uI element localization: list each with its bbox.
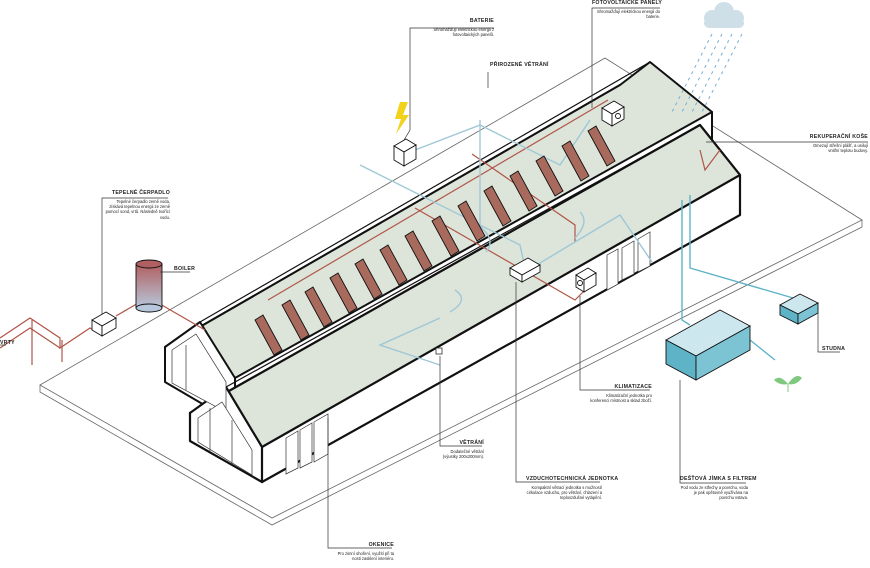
water-pipes [681,195,801,361]
gable-windows [171,333,253,476]
label-tepelne-cerpadlo-desc: Tepelné čerpadlo země voda, získává tepe… [105,199,170,220]
battery-box [393,138,417,167]
label-jimka: DEŠŤOVÁ JÍMKA S FILTREM Pod vodu ze stře… [680,476,757,501]
label-okna: OKENICE Pro zimní ohoření, využití při t… [330,542,394,561]
label-vetrani-title: VĚTRÁNÍ [459,440,484,446]
label-prirozene-vetrani: PŘIROZENÉ VĚTRÁNÍ [490,62,549,68]
label-fotovoltaicke-panely-desc: Shromažďují elektrickou energii do bater… [596,9,660,20]
label-tepelne-cerpadlo: TEPELNÉ ČERPADLO Tepelné čerpadlo země v… [102,190,170,220]
label-okna-title: OKENICE [368,542,394,548]
label-vzt: VZDUCHOTECHNICKÁ JEDNOTKA Kompaktní větr… [526,476,619,501]
boiler-tank [135,259,163,313]
label-baterie-desc: Shromažďují elektrickou energii z fotovo… [433,27,494,38]
label-jimka-title: DEŠŤOVÁ JÍMKA S FILTREM [680,476,757,482]
label-boiler-title: BOILER [174,266,196,272]
label-vrty: VRTY [0,340,15,346]
label-boiler: BOILER [174,266,195,272]
heat-pump-box [91,311,117,337]
vent-grille [435,347,443,355]
label-rekuperace-desc: Omezují střešní plášť, a usilují vnitřní… [812,143,868,154]
vzt-unit [509,257,541,283]
label-fotovoltaicke-panely-title: FOTOVOLTAICKÉ PANELY [592,0,663,6]
label-klimatizace-desc: Klimatizační jednotka pro konferenci mís… [590,393,652,404]
label-vzt-title: VZDUCHOTECHNICKÁ JEDNOTKA [526,476,619,482]
label-vzt-desc: Kompaktní větrací jednotka s možností ci… [526,485,602,501]
label-jimka-desc: Pod vodu ze střechy a povrchu, voda je p… [680,485,748,501]
ac-unit [575,267,597,293]
label-klimatizace: KLIMATIZACE Klimatizační jednotka pro ko… [590,384,652,403]
label-studna-title: STUDNA [822,346,846,352]
label-okna-desc: Pro zimní ohoření, využití při ta nosti … [337,551,394,562]
label-baterie-title: BATERIE [469,18,494,24]
label-vetrani-desc: Dodatečné větrání (výustky 200x200mm). [442,449,484,460]
lightning-icon [395,102,409,134]
label-fotovoltaicke-panely: FOTOVOLTAICKÉ PANELY Shromažďují elektri… [592,0,663,20]
label-rekuperace: REKUPERAČNÍ KOŠE Omezují střešní plášť, … [808,134,868,153]
cloud-icon [704,2,744,28]
label-vrty-title: VRTY [0,340,15,346]
label-vetrani: VĚTRÁNÍ Dodatečné větrání (výustky 200x2… [438,440,484,459]
label-baterie: BATERIE Shromažďují elektrickou energii … [420,18,494,37]
label-prirozene-vetrani-title: PŘIROZENÉ VĚTRÁNÍ [490,62,549,68]
rain-tank [665,309,751,381]
well [779,293,819,325]
plant-icon [774,376,802,392]
ac-unit-roof [601,100,625,127]
label-studna: STUDNA [822,346,845,352]
label-tepelne-cerpadlo-title: TEPELNÉ ČERPADLO [111,190,170,196]
leader-lines [0,7,868,549]
label-klimatizace-title: KLIMATIZACE [614,384,652,390]
rain-icon [671,33,743,113]
side-doors [285,231,651,475]
label-rekuperace-title: REKUPERAČNÍ KOŠE [809,134,868,140]
roof-windows [254,125,616,356]
